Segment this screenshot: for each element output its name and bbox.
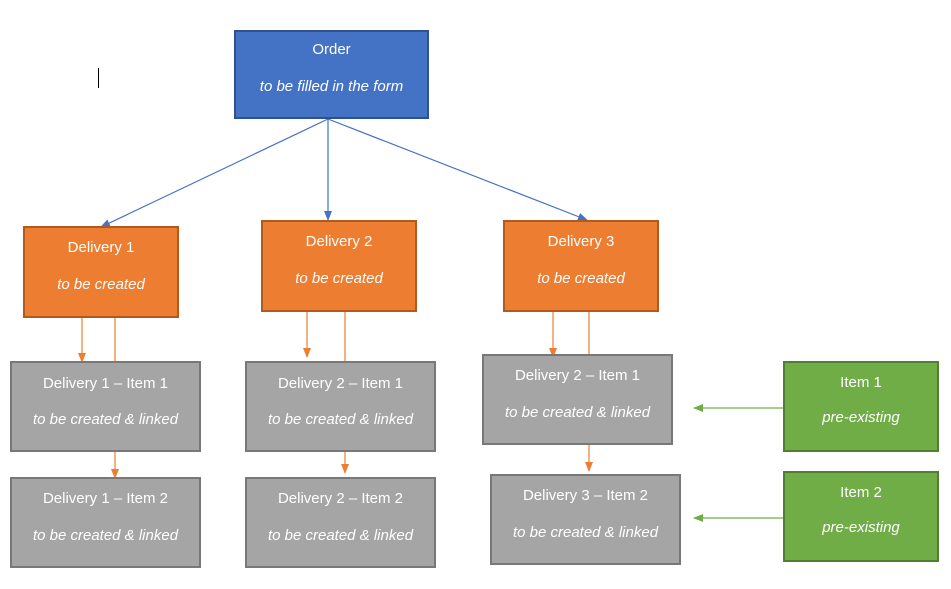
- existing-item-2-box: Item 2 pre-existing: [783, 471, 939, 562]
- item-box-d3-1: Delivery 2 – Item 1 to be created & link…: [482, 354, 673, 445]
- item-box-d2-1: Delivery 2 – Item 1 to be created & link…: [245, 361, 436, 452]
- existing-item-title: Item 2: [840, 484, 882, 501]
- item-subtitle: to be created & linked: [267, 527, 414, 544]
- text-cursor: [98, 68, 99, 88]
- item-subtitle: to be created & linked: [32, 527, 179, 544]
- delivery-2-box: Delivery 2 to be created: [261, 220, 417, 312]
- order-box: Order to be filled in the form: [234, 30, 429, 119]
- existing-item-1-box: Item 1 pre-existing: [783, 361, 939, 452]
- order-subtitle: to be filled in the form: [259, 78, 404, 95]
- item-box-d1-1: Delivery 1 – Item 1 to be created & link…: [10, 361, 201, 452]
- item-subtitle: to be created & linked: [504, 404, 651, 421]
- item-title: Delivery 2 – Item 2: [277, 490, 404, 507]
- item-title: Delivery 2 – Item 1: [277, 375, 404, 392]
- item-title: Delivery 1 – Item 2: [42, 490, 169, 507]
- delivery-subtitle: to be created: [537, 270, 625, 287]
- delivery-1-box: Delivery 1 to be created: [23, 226, 179, 318]
- item-subtitle: to be created & linked: [32, 411, 179, 428]
- delivery-subtitle: to be created: [57, 276, 145, 293]
- item-title: Delivery 3 – Item 2: [522, 487, 649, 504]
- existing-item-subtitle: pre-existing: [822, 409, 900, 426]
- item-title: Delivery 2 – Item 1: [514, 367, 641, 384]
- item-box-d3-2: Delivery 3 – Item 2 to be created & link…: [490, 474, 681, 565]
- order-title: Order: [312, 41, 351, 58]
- arrow-order-to-delivery-1: [100, 118, 329, 228]
- item-subtitle: to be created & linked: [512, 524, 659, 541]
- delivery-title: Delivery 3: [547, 233, 615, 250]
- delivery-title: Delivery 2: [305, 233, 373, 250]
- existing-item-subtitle: pre-existing: [822, 519, 900, 536]
- existing-item-title: Item 1: [840, 374, 882, 391]
- delivery-subtitle: to be created: [295, 270, 383, 287]
- item-title: Delivery 1 – Item 1: [42, 375, 169, 392]
- item-box-d1-2: Delivery 1 – Item 2 to be created & link…: [10, 477, 201, 568]
- delivery-title: Delivery 1: [67, 239, 135, 256]
- delivery-3-box: Delivery 3 to be created: [503, 220, 659, 312]
- arrow-order-to-delivery-3: [327, 118, 588, 221]
- item-subtitle: to be created & linked: [267, 411, 414, 428]
- item-box-d2-2: Delivery 2 – Item 2 to be created & link…: [245, 477, 436, 568]
